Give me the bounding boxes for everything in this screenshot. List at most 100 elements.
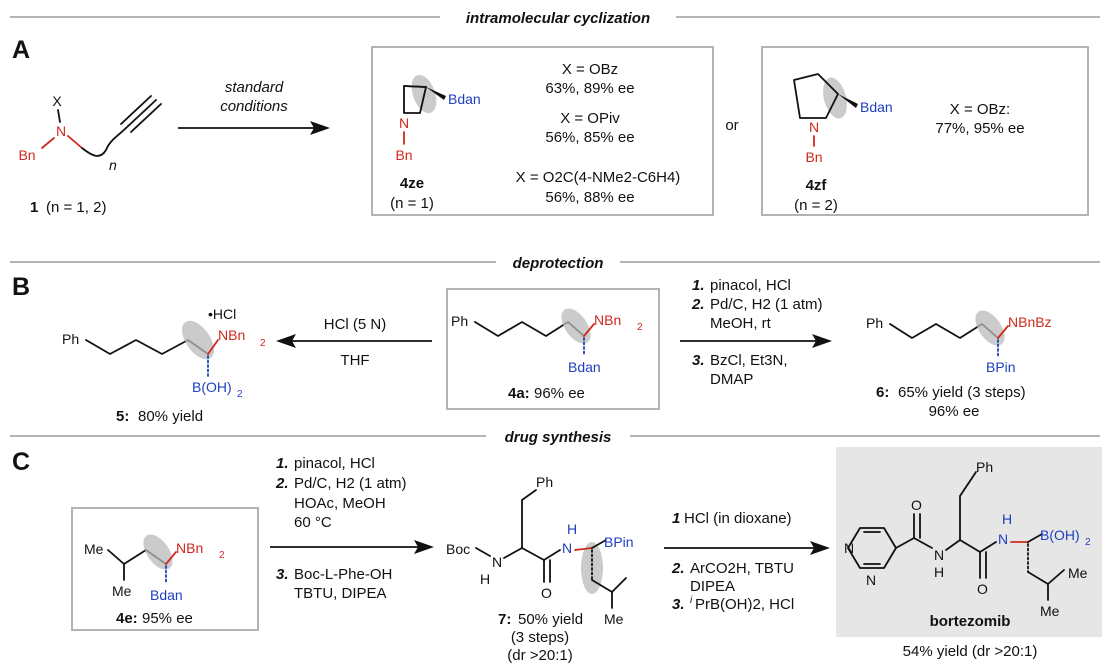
result-2-yield: 56%, 88% ee bbox=[545, 189, 634, 206]
compound-4ze: N Bn Bdan 4ze (n = 1) bbox=[390, 74, 481, 212]
compound-4e-label: 4e: bbox=[116, 610, 138, 627]
compound-box-4e bbox=[71, 507, 259, 631]
arrow-c1-step-2: Pd/C, H2 (1 atm) bbox=[294, 475, 407, 492]
atom-me-4e-bottom: Me bbox=[112, 583, 132, 599]
arrow-c1-step-3b: TBTU, DIPEA bbox=[294, 585, 387, 602]
result-2-x: X = O2C(4-NMe2-C6H4) bbox=[516, 169, 681, 186]
atom-bn-azetidine: Bn bbox=[395, 147, 412, 163]
arrow-c2-step-3-sup: i bbox=[690, 595, 693, 606]
highlight-ellipse bbox=[182, 320, 214, 360]
atom-boc-7: Boc bbox=[446, 541, 470, 557]
compound-4a: Ph NBn 2 Bdan 4a: 96% ee bbox=[451, 308, 643, 402]
result-0-x: X = OBz bbox=[562, 61, 618, 78]
atom-hcl-5: •HCl bbox=[208, 306, 236, 322]
compound-5-yield: 80% yield bbox=[138, 408, 203, 425]
arrow-b-right-step-3b: DMAP bbox=[710, 371, 753, 388]
compound-7-note-1: (3 steps) bbox=[511, 629, 569, 646]
atom-n-pyrazine-2: N bbox=[844, 540, 854, 556]
atom-ph-bort: Ph bbox=[976, 459, 993, 475]
section-a-header: intramolecular cyclization bbox=[466, 10, 650, 27]
atom-boh2-bort: B(OH) bbox=[1040, 527, 1080, 543]
atom-n-bort-1: N bbox=[934, 547, 944, 563]
compound-4a-ee: 96% ee bbox=[534, 385, 585, 402]
atom-bdan-4e: Bdan bbox=[150, 587, 183, 603]
compound-1: X N Bn n 1 (n = 1, 2) bbox=[18, 93, 162, 216]
atom-me-bort-1: Me bbox=[1068, 565, 1088, 581]
arrow-c1-step-3-num: 3. bbox=[276, 566, 289, 583]
bortezomib-panel bbox=[836, 447, 1102, 637]
atom-bpin-6: BPin bbox=[986, 359, 1016, 375]
atom-ph-7: Ph bbox=[536, 474, 553, 490]
arrow-b-right-step-2-num: 2. bbox=[691, 296, 705, 313]
atom-nbnbz-6: NBnBz bbox=[1008, 314, 1052, 330]
product-4zf-label: 4zf bbox=[806, 177, 828, 194]
product-4zf-yield: 77%, 95% ee bbox=[935, 120, 1024, 137]
atom-o-7: O bbox=[541, 585, 552, 601]
atom-o-bort-1: O bbox=[911, 497, 922, 513]
atom-me-bort-2: Me bbox=[1040, 603, 1060, 619]
atom-me-4e-top: Me bbox=[84, 541, 104, 557]
section-b-header: deprotection bbox=[513, 255, 604, 272]
atom-bdan-4ze: Bdan bbox=[448, 91, 481, 107]
compound-4zf: N Bn Bdan 4zf (n = 2) bbox=[793, 73, 893, 214]
compound-6: Ph NBnBz BPin 6: 65% yield (3 steps) 96%… bbox=[866, 310, 1052, 420]
arrow-b-right-step-1: pinacol, HCl bbox=[710, 277, 791, 294]
arrow-b-right-step-3-num: 3. bbox=[692, 352, 705, 369]
atom-me-7: Me bbox=[604, 611, 624, 627]
atom-nbn2-5-sub: 2 bbox=[260, 338, 266, 349]
atom-ph-4a: Ph bbox=[451, 313, 468, 329]
atom-ph-5: Ph bbox=[62, 331, 79, 347]
atom-n-7a: N bbox=[492, 554, 502, 570]
or-text: or bbox=[725, 117, 738, 134]
subscript-n: n bbox=[109, 157, 117, 173]
atom-boh2-bort-sub: 2 bbox=[1085, 537, 1091, 548]
compound-7-note-2: (dr >20:1) bbox=[507, 647, 572, 664]
atom-h-7a: H bbox=[480, 571, 490, 587]
arrow-b-right-step-2: Pd/C, H2 (1 atm) bbox=[710, 296, 823, 313]
arrow-b-right-step-2b: MeOH, rt bbox=[710, 315, 772, 332]
compound-4e: Me Me NBn 2 Bdan 4e: 95% ee bbox=[84, 534, 225, 627]
result-0-yield: 63%, 89% ee bbox=[545, 80, 634, 97]
result-1-yield: 56%, 85% ee bbox=[545, 129, 634, 146]
atom-h-7b: H bbox=[567, 521, 577, 537]
arrow-a-bottom-text: conditions bbox=[220, 98, 288, 115]
arrow-c1-step-2b: HOAc, MeOH bbox=[294, 495, 386, 512]
atom-nbn2-4e-sub: 2 bbox=[219, 550, 225, 561]
product-4ze-results: X = OBz 63%, 89% ee X = OPiv 56%, 85% ee… bbox=[516, 61, 681, 206]
compound-1-condition: (n = 1, 2) bbox=[46, 199, 106, 216]
atom-h-bort-1: H bbox=[934, 564, 944, 580]
compound-7: Ph Boc N H O H N BPin Me 7: 50% yield (3… bbox=[446, 474, 634, 664]
atom-nbn2-4a: NBn bbox=[594, 312, 621, 328]
highlight-ellipse bbox=[561, 308, 591, 344]
atom-h-bort-2: H bbox=[1002, 511, 1012, 527]
product-4zf-x: X = OBz: bbox=[950, 101, 1010, 118]
arrow-c2-step-2-num: 2. bbox=[671, 560, 685, 577]
atom-bdan-4a: Bdan bbox=[568, 359, 601, 375]
section-a-letter: A bbox=[12, 36, 30, 64]
arrow-c2-step-2: ArCO2H, TBTU bbox=[690, 560, 794, 577]
compound-6-yield: 65% yield (3 steps) bbox=[898, 384, 1026, 401]
compound-6-ee: 96% ee bbox=[929, 403, 980, 420]
compound-6-label: 6: bbox=[876, 384, 889, 401]
atom-bn-pyrrolidine: Bn bbox=[805, 149, 822, 165]
atom-n-pyrrolidine: N bbox=[809, 119, 819, 135]
compound-7-label: 7: bbox=[498, 611, 511, 628]
atom-ph-6: Ph bbox=[866, 315, 883, 331]
atom-bpin-7: BPin bbox=[604, 534, 634, 550]
atom-n: N bbox=[56, 123, 66, 139]
compound-7-yield: 50% yield bbox=[518, 611, 583, 628]
atom-n-7b: N bbox=[562, 540, 572, 556]
arrow-c2-step-3: PrB(OH)2, HCl bbox=[695, 596, 794, 613]
atom-boh2-5-sub: 2 bbox=[237, 389, 243, 400]
product-4ze-label: 4ze bbox=[400, 175, 424, 192]
product-box-4ze bbox=[371, 46, 714, 216]
arrow-c1-head bbox=[414, 540, 434, 554]
arrow-c1-step-3: Boc-L-Phe-OH bbox=[294, 566, 392, 583]
bortezomib-name: bortezomib bbox=[930, 613, 1011, 630]
section-b-letter: B bbox=[12, 273, 30, 301]
arrow-c1-step-1-num: 1. bbox=[276, 455, 289, 472]
arrow-b-right-step-1-num: 1. bbox=[692, 277, 705, 294]
arrow-b-left-bottom: THF bbox=[340, 352, 369, 369]
atom-bdan-4zf: Bdan bbox=[860, 99, 893, 115]
arrow-a-head bbox=[310, 121, 330, 135]
